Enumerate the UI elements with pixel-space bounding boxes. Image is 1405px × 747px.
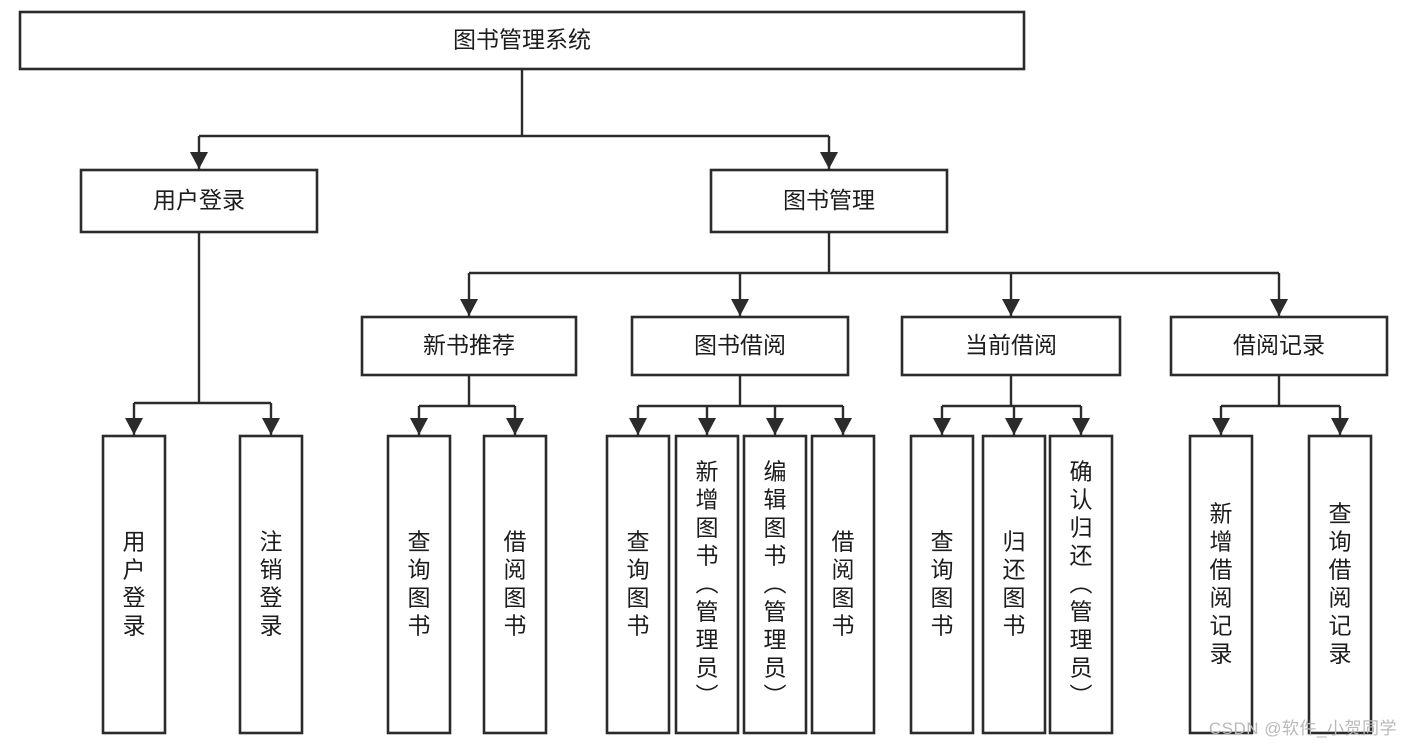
node-leaf-add-book[interactable]: 新增图书︵管理员︶ — [674, 434, 740, 735]
node-leaf-confirm-return[interactable]: 确认归还︵管理员︶ — [1048, 434, 1114, 735]
node-label-leaf-query-book-cur: 查询图书 — [931, 529, 954, 639]
node-leaf-add-record[interactable]: 新增借阅记录 — [1188, 434, 1254, 735]
node-label-leaf-add-record: 新增借阅记录 — [1210, 501, 1233, 667]
arrow-head-icon — [834, 418, 852, 435]
arrow-head-icon — [1270, 299, 1288, 316]
arrow-head-icon — [731, 299, 749, 316]
node-box-root — [18, 10, 1026, 71]
node-leaf-query-book-borrow[interactable]: 查询图书 — [605, 434, 671, 735]
node-box-leaf-query-book-cur — [909, 434, 975, 735]
node-user-login[interactable]: 用户登录 — [79, 168, 319, 234]
node-leaf-edit-book[interactable]: 编辑图书︵管理员︶ — [742, 434, 808, 735]
arrow-head-icon — [1005, 418, 1023, 435]
node-book-manage[interactable]: 图书管理 — [709, 168, 949, 234]
node-label-leaf-confirm-return: 确认归还︵管理员︶ — [1070, 459, 1093, 709]
node-box-leaf-return-book — [981, 434, 1047, 735]
node-box-book-manage — [709, 168, 949, 234]
node-label-book-manage: 图书管理 — [783, 187, 875, 213]
node-label-borrow-record: 借阅记录 — [1233, 332, 1325, 358]
node-box-leaf-borrow-book-rec — [482, 434, 548, 735]
connector-layer — [125, 69, 1349, 435]
node-current-borrow[interactable]: 当前借阅 — [900, 315, 1122, 377]
node-leaf-borrow-book[interactable]: 借阅图书 — [810, 434, 876, 735]
node-label-book-borrow: 图书借阅 — [694, 332, 786, 358]
node-box-leaf-edit-book — [742, 434, 808, 735]
node-box-user-login — [79, 168, 319, 234]
node-leaf-return-book[interactable]: 归还图书 — [981, 434, 1047, 735]
node-label-leaf-borrow-book: 借阅图书 — [832, 529, 855, 639]
node-box-current-borrow — [900, 315, 1122, 377]
node-label-current-borrow: 当前借阅 — [965, 332, 1057, 358]
arrow-head-icon — [766, 418, 784, 435]
node-box-new-book-rec — [360, 315, 578, 377]
node-box-leaf-add-record — [1188, 434, 1254, 735]
node-book-borrow[interactable]: 图书借阅 — [630, 315, 850, 377]
node-label-leaf-query-book-rec: 查询图书 — [408, 529, 431, 639]
node-box-leaf-query-book-borrow — [605, 434, 671, 735]
arrow-head-icon — [629, 418, 647, 435]
arrow-head-icon — [1072, 418, 1090, 435]
node-label-leaf-add-book: 新增图书︵管理员︶ — [696, 459, 719, 709]
node-label-user-login: 用户登录 — [153, 187, 245, 213]
arrow-head-icon — [410, 418, 428, 435]
node-label-leaf-borrow-book-rec: 借阅图书 — [504, 529, 527, 639]
node-leaf-query-book-rec[interactable]: 查询图书 — [386, 434, 452, 735]
node-new-book-rec[interactable]: 新书推荐 — [360, 315, 578, 377]
arrow-head-icon — [1331, 418, 1349, 435]
arrow-head-icon — [933, 418, 951, 435]
arrow-head-icon — [698, 418, 716, 435]
node-root[interactable]: 图书管理系统 — [18, 10, 1026, 71]
node-leaf-borrow-book-rec[interactable]: 借阅图书 — [482, 434, 548, 735]
arrow-head-icon — [190, 152, 208, 169]
node-label-leaf-user-login: 用户登录 — [123, 529, 146, 639]
node-box-leaf-borrow-book — [810, 434, 876, 735]
node-label-root: 图书管理系统 — [453, 27, 591, 53]
node-layer: 图书管理系统用户登录图书管理新书推荐图书借阅当前借阅借阅记录用户登录注销登录查询… — [18, 10, 1389, 735]
arrow-head-icon — [506, 418, 524, 435]
node-box-leaf-user-login — [101, 434, 167, 735]
node-box-leaf-query-book-rec — [386, 434, 452, 735]
node-label-leaf-return-book: 归还图书 — [1003, 529, 1026, 639]
node-box-leaf-logout — [238, 434, 304, 735]
node-box-leaf-add-book — [674, 434, 740, 735]
node-leaf-query-book-cur[interactable]: 查询图书 — [909, 434, 975, 735]
arrow-head-icon — [1002, 299, 1020, 316]
arrow-head-icon — [125, 418, 143, 435]
node-label-leaf-query-book-borrow: 查询图书 — [627, 529, 650, 639]
node-label-leaf-edit-book: 编辑图书︵管理员︶ — [764, 459, 787, 709]
arrow-head-icon — [262, 418, 280, 435]
arrow-head-icon — [820, 152, 838, 169]
arrow-head-icon — [460, 299, 478, 316]
node-leaf-query-record[interactable]: 查询借阅记录 — [1307, 434, 1373, 735]
node-label-leaf-logout: 注销登录 — [260, 529, 283, 639]
node-label-new-book-rec: 新书推荐 — [423, 332, 515, 358]
arrow-head-icon — [1212, 418, 1230, 435]
node-box-leaf-query-record — [1307, 434, 1373, 735]
node-leaf-user-login[interactable]: 用户登录 — [101, 434, 167, 735]
node-box-borrow-record — [1169, 315, 1389, 377]
node-leaf-logout[interactable]: 注销登录 — [238, 434, 304, 735]
node-borrow-record[interactable]: 借阅记录 — [1169, 315, 1389, 377]
node-box-leaf-confirm-return — [1048, 434, 1114, 735]
watermark-label: CSDN @软件_小贺同学 — [1208, 719, 1397, 738]
node-box-book-borrow — [630, 315, 850, 377]
node-label-leaf-query-record: 查询借阅记录 — [1329, 501, 1352, 667]
